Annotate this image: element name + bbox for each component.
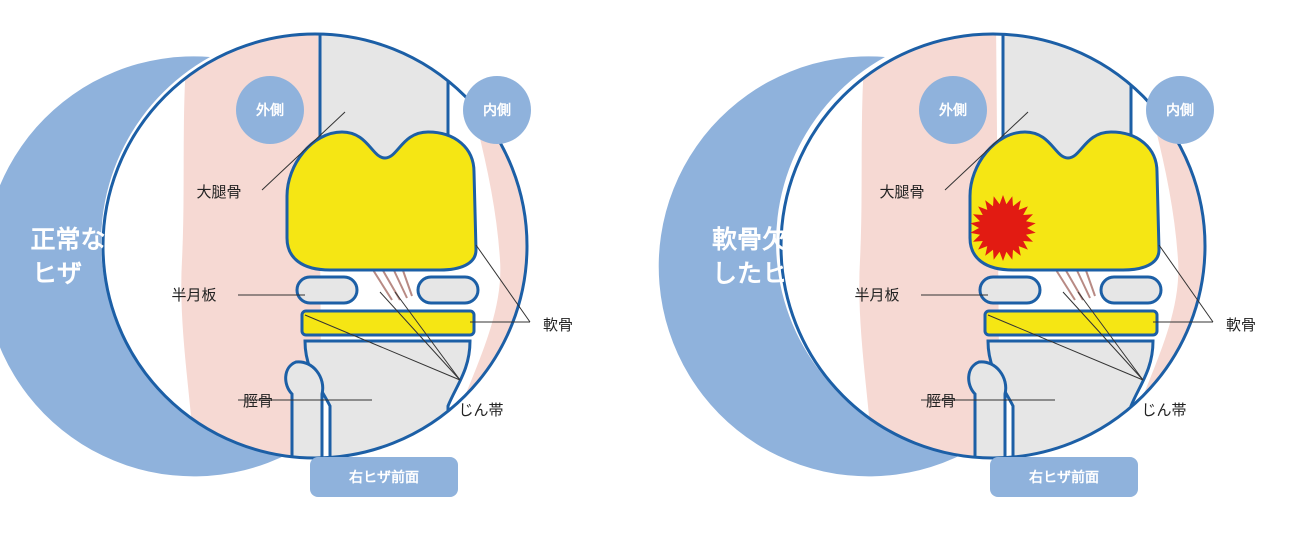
ligament-label: じん帯 (458, 401, 503, 419)
fibula (284, 360, 325, 458)
defect-knee-diagram: 外側 内側 大腿骨 半月板 軟骨 脛骨 じん帯 軟骨欠損 したヒザ 右ヒザ前面 (658, 32, 1256, 497)
meniscus-label: 半月板 (854, 286, 899, 304)
femur-label: 大腿骨 (879, 183, 924, 201)
footer-label: 右ヒザ前面 (348, 469, 419, 486)
medial-badge (463, 76, 531, 144)
cartilage-defect-burst (970, 195, 1036, 261)
tibia-cartilage (300, 309, 476, 337)
footer-label: 右ヒザ前面 (1028, 469, 1099, 486)
tibia-label: 脛骨 (926, 392, 956, 410)
tibia-label: 脛骨 (243, 392, 273, 410)
title-line-2: ヒザ (32, 259, 82, 288)
lateral-badge (236, 76, 304, 144)
ligament-label: じん帯 (1141, 401, 1186, 419)
medial-badge (1146, 76, 1214, 144)
title-line-1: 正常な (30, 225, 105, 254)
medial-label: 内側 (483, 102, 511, 119)
lateral-label: 外側 (939, 102, 967, 119)
meniscus-medial (416, 275, 480, 305)
meniscus-label: 半月板 (171, 286, 216, 304)
meniscus-lateral (295, 275, 359, 305)
medial-label: 内側 (1166, 102, 1194, 119)
lateral-badge (919, 76, 987, 144)
fibula (967, 360, 1008, 458)
footer-badge (310, 457, 458, 497)
femur-label: 大腿骨 (196, 183, 241, 201)
cartilage-label: 軟骨 (543, 316, 573, 334)
ligament-fibers (367, 261, 413, 301)
zoom-circle-border (779, 32, 1207, 460)
cartilage-label: 軟骨 (1226, 316, 1256, 334)
title-crescent (0, 56, 290, 477)
meniscus-medial (1099, 275, 1163, 305)
lateral-label: 外側 (256, 102, 284, 119)
tibia-cartilage (983, 309, 1159, 337)
meniscus-lateral (978, 275, 1042, 305)
leader-lines (921, 111, 1214, 401)
title-line-2: したヒザ (712, 259, 812, 288)
title-crescent (658, 56, 965, 477)
title-line-1: 軟骨欠損 (712, 225, 812, 254)
femur-condyles-cartilage (285, 130, 478, 272)
normal-knee-diagram: 外側 内側 大腿骨 半月板 軟骨 脛骨 じん帯 正常な ヒザ 右ヒザ前面 (0, 32, 573, 497)
ligament-fibers (1050, 261, 1096, 301)
leader-lines (238, 111, 531, 401)
footer-badge (990, 457, 1138, 497)
